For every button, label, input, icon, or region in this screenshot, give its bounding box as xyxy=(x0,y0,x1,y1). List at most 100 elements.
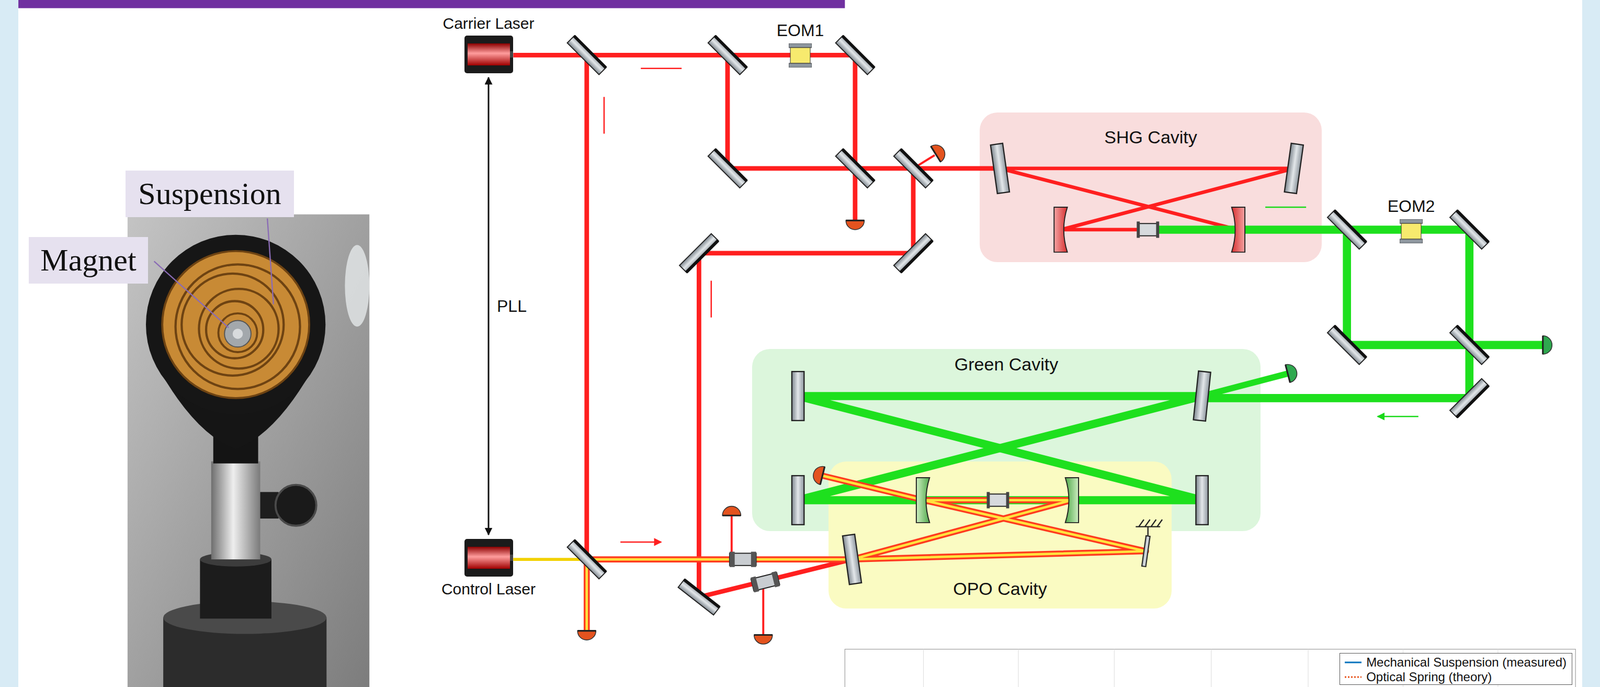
leader-line xyxy=(154,261,229,328)
photo-optic xyxy=(344,244,370,327)
post xyxy=(211,461,261,560)
cavity-mirror xyxy=(791,475,804,525)
faraday-isolator xyxy=(729,551,757,567)
chart-legend: Mechanical Suspension (measured)Optical … xyxy=(1339,652,1573,685)
beam-splitter xyxy=(1327,209,1368,249)
suspension-spiral xyxy=(198,288,279,369)
mirror xyxy=(1449,378,1490,419)
connector-label: PLL xyxy=(496,296,527,316)
title-bar xyxy=(18,0,845,9)
legend-swatch xyxy=(1344,673,1363,680)
red-beams xyxy=(513,54,1294,635)
eom-cap xyxy=(788,63,812,68)
cavity-mirror xyxy=(1195,475,1208,525)
yellow-beam xyxy=(513,557,587,561)
callout-label: Suspension xyxy=(125,170,294,218)
cavity-region: SHG Cavity xyxy=(979,112,1322,263)
laser-aperture xyxy=(509,554,514,561)
beam-splitter xyxy=(893,148,934,188)
photodetector xyxy=(1285,362,1300,383)
mirror xyxy=(708,148,748,188)
mirror xyxy=(1327,324,1368,365)
node-label: Control Laser xyxy=(441,579,536,598)
beam-splitter xyxy=(1449,324,1490,365)
photodetector xyxy=(722,506,741,516)
eom-modulator: EOM2 xyxy=(1387,196,1436,244)
mirror xyxy=(1449,209,1490,249)
laser-source: Control Laser xyxy=(441,538,536,598)
mirror xyxy=(893,233,934,274)
beam-splitter xyxy=(567,538,608,579)
eom-cap xyxy=(1399,239,1423,244)
suspension-spiral xyxy=(218,313,257,353)
holder-ring xyxy=(145,234,326,415)
suspension-photo xyxy=(127,214,370,687)
photodetector xyxy=(931,141,949,162)
leader-line xyxy=(267,218,274,304)
curved-mirror xyxy=(916,477,930,523)
laser-aperture xyxy=(509,51,514,58)
magnet-center xyxy=(232,328,244,339)
mirror xyxy=(835,35,876,75)
node-label: Carrier Laser xyxy=(442,14,535,33)
eom-cap xyxy=(1399,219,1423,224)
beam-splitter xyxy=(835,148,876,188)
node-label: EOM1 xyxy=(776,20,825,41)
edge-label-holder: PLL xyxy=(496,296,527,316)
faraday-isolator xyxy=(750,571,780,593)
legend-text: Mechanical Suspension (measured) xyxy=(1366,654,1567,670)
cavity-region: Green Cavity xyxy=(752,348,1261,531)
node-label: Green Cavity xyxy=(954,354,1059,375)
chart-frame xyxy=(844,649,1576,687)
mirror xyxy=(679,233,720,274)
legend-row: Mechanical Suspension (measured) xyxy=(1344,654,1567,670)
cavity-region: OPO Cavity xyxy=(828,461,1172,609)
eom-icon xyxy=(1399,219,1423,244)
node-label: OPO Cavity xyxy=(952,578,1047,599)
legend-line-sample xyxy=(1344,676,1362,678)
photodetector xyxy=(577,630,596,641)
node-label: SHG Cavity xyxy=(1104,127,1198,148)
knob xyxy=(275,484,317,526)
node-label: EOM2 xyxy=(1387,196,1436,217)
suspension-disk xyxy=(162,251,310,399)
post-holder xyxy=(199,559,272,619)
mirror xyxy=(678,578,721,616)
suspension-spiral xyxy=(175,264,301,389)
cavity-fill xyxy=(752,348,1261,531)
photodetector xyxy=(845,220,865,230)
curved-mirror xyxy=(1065,477,1079,523)
direction-arrow xyxy=(604,68,712,542)
laser-icon xyxy=(464,538,514,577)
suspension-spiral xyxy=(181,273,284,376)
laser-icon xyxy=(464,35,514,74)
photodetector xyxy=(1542,335,1553,355)
callout-label: Magnet xyxy=(28,236,148,284)
beam-splitter xyxy=(708,35,748,75)
photo-background xyxy=(127,214,370,687)
curved-mirror xyxy=(1053,207,1068,253)
laser-housing xyxy=(464,538,514,577)
legend-text: Optical Spring (theory) xyxy=(1366,669,1492,685)
layout-group xyxy=(18,0,1576,687)
legend-row: Optical Spring (theory) xyxy=(1344,669,1567,685)
opo-crystal xyxy=(986,491,1010,508)
eom-modulator: EOM1 xyxy=(776,20,825,68)
eom-cap xyxy=(788,43,812,48)
eom-icon xyxy=(788,43,812,68)
photodetector xyxy=(754,634,773,644)
eom-crystal xyxy=(790,47,811,64)
node-label: Suspension xyxy=(138,175,281,212)
laser-tube xyxy=(467,546,510,569)
laser-tube xyxy=(467,43,510,66)
connector-arrow xyxy=(488,77,490,535)
suspension-spiral xyxy=(206,301,264,359)
curved-mirror xyxy=(1231,207,1245,253)
shg-crystal xyxy=(1136,221,1160,238)
cavity-mirror xyxy=(791,371,804,421)
legend-swatch xyxy=(1344,659,1363,666)
